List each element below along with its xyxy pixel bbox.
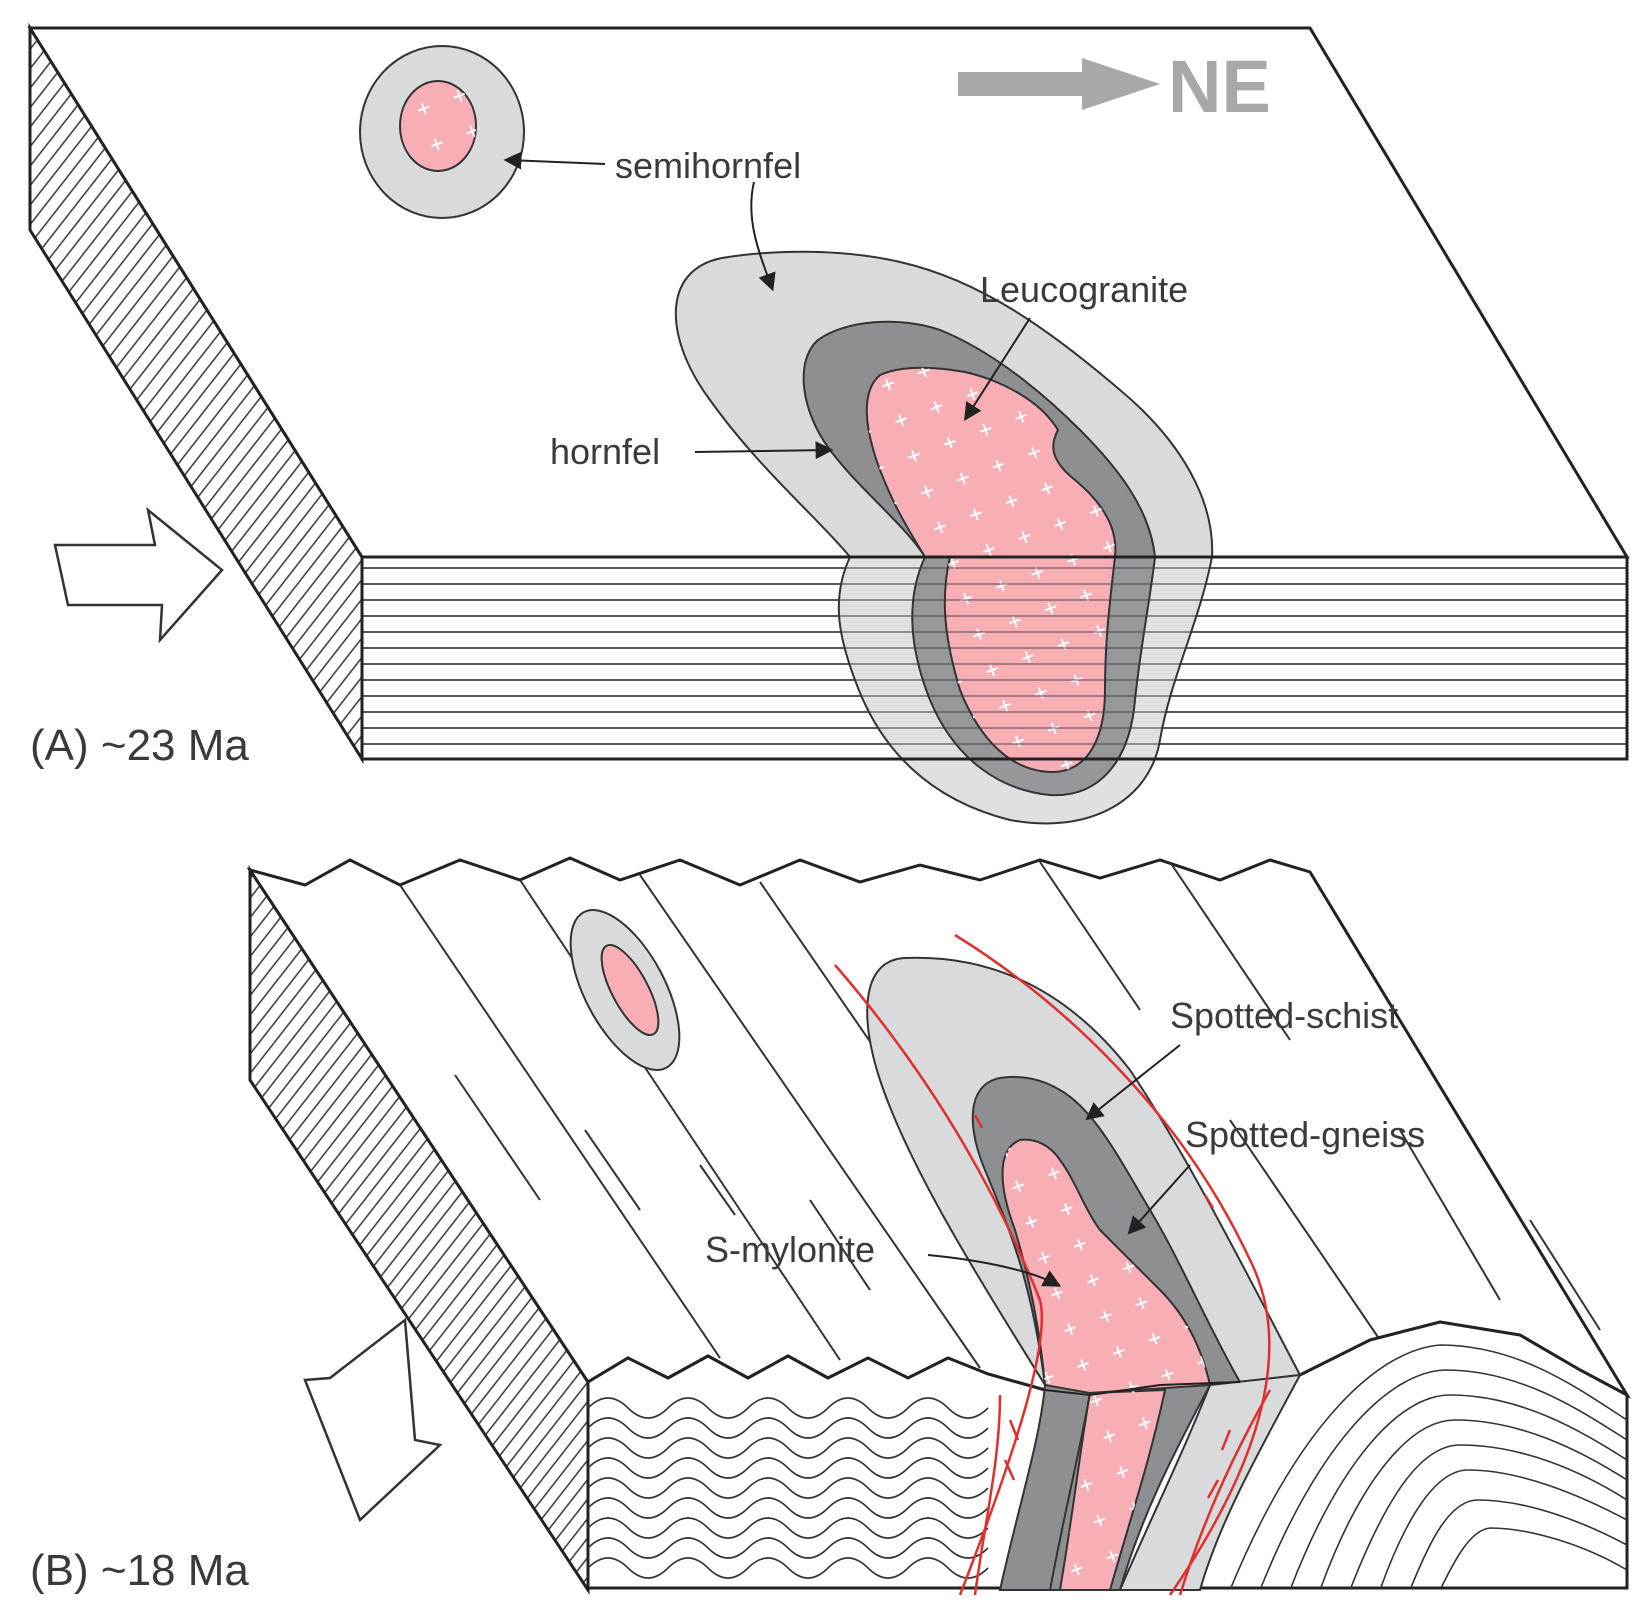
s-mylonite-label: S-mylonite: [705, 1229, 875, 1270]
panel-a-front-intrusion: [362, 557, 1627, 823]
panel-b-block: Spotted-schist Spotted-gneiss S-mylonite…: [30, 858, 1627, 1595]
panel-b-compression-arrow: [305, 1320, 440, 1520]
spotted-schist-label: Spotted-schist: [1170, 995, 1398, 1036]
leucogranite-label: Leucogranite: [980, 269, 1188, 310]
panel-a-block: NE semihornfel Leucogranite hornfel (A) …: [30, 28, 1627, 823]
semihornfel-label: semihornfel: [615, 145, 801, 186]
hornfel-label: hornfel: [550, 431, 660, 472]
ne-label: NE: [1168, 45, 1271, 128]
panel-a-small-intrusion: [360, 46, 524, 218]
spotted-gneiss-label: Spotted-gneiss: [1185, 1114, 1425, 1155]
panel-a-caption: (A) ~23 Ma: [30, 721, 249, 770]
panel-a-compression-arrow: [55, 510, 222, 640]
panel-b-caption: (B) ~18 Ma: [30, 1546, 249, 1595]
